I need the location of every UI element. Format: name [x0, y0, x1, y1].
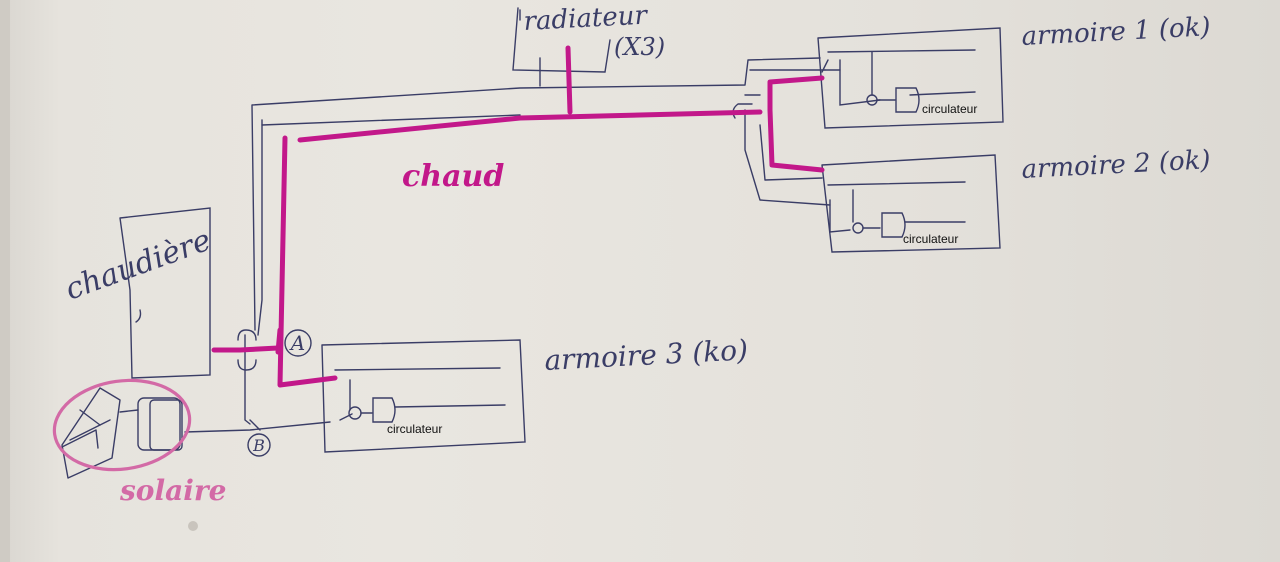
chaudiere-label: chaudière: [61, 223, 216, 308]
paper-edge: [0, 0, 10, 562]
solar-equipment: [60, 388, 182, 478]
armoire-2-label: armoire 2 (ok): [1021, 145, 1211, 185]
radiateur-label: radiateur: [523, 0, 649, 36]
circulateur-label-3: circulateur: [387, 422, 442, 436]
circulateur-label-1: circulateur: [922, 102, 977, 116]
armoire-1-label: armoire 1 (ok): [1021, 12, 1211, 52]
solar-circle: [49, 372, 196, 478]
point-a-label: A: [289, 331, 305, 355]
point-b-label: B: [252, 436, 265, 455]
armoire-3-label: armoire 3 (ko): [544, 333, 749, 377]
solaire-label: solaire: [119, 474, 226, 507]
radiateur-count-label: (X3): [614, 33, 665, 61]
paper-smudge: [188, 521, 198, 531]
circulateur-label-2: circulateur: [903, 232, 958, 246]
chaud-label: chaud: [402, 159, 504, 194]
